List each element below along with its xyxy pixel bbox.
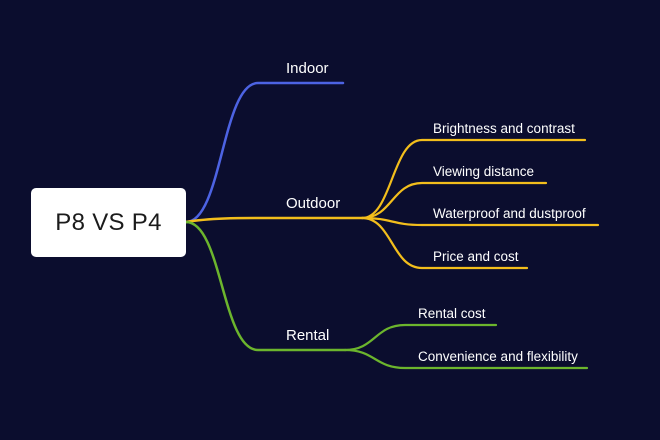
connector-indoor: [184, 81, 345, 224]
node-outdoor[interactable]: Outdoor: [286, 195, 341, 212]
node-rental[interactable]: Rental: [286, 327, 330, 344]
connector-waterproof: [360, 216, 600, 227]
connector-outdoor: [184, 216, 364, 224]
connector-rental: [184, 220, 347, 352]
connector-convenience: [343, 348, 589, 370]
connector-rental-cost: [343, 323, 498, 352]
node-indoor[interactable]: Indoor: [286, 60, 329, 77]
node-waterproof-and-dustproof[interactable]: Waterproof and dustproof: [433, 206, 586, 221]
node-brightness-and-contrast[interactable]: Brightness and contrast: [433, 121, 575, 136]
connector-brightness: [360, 138, 587, 220]
root-node-label: P8 VS P4: [55, 208, 162, 236]
node-price-and-cost[interactable]: Price and cost: [433, 249, 519, 264]
node-viewing-distance[interactable]: Viewing distance: [433, 164, 535, 179]
node-convenience-and-flexibility[interactable]: Convenience and flexibility: [418, 349, 578, 364]
node-rental-cost[interactable]: Rental cost: [418, 306, 486, 321]
root-node[interactable]: P8 VS P4: [31, 188, 186, 257]
connector-viewing-distance: [360, 181, 548, 220]
connector-price: [360, 216, 529, 270]
